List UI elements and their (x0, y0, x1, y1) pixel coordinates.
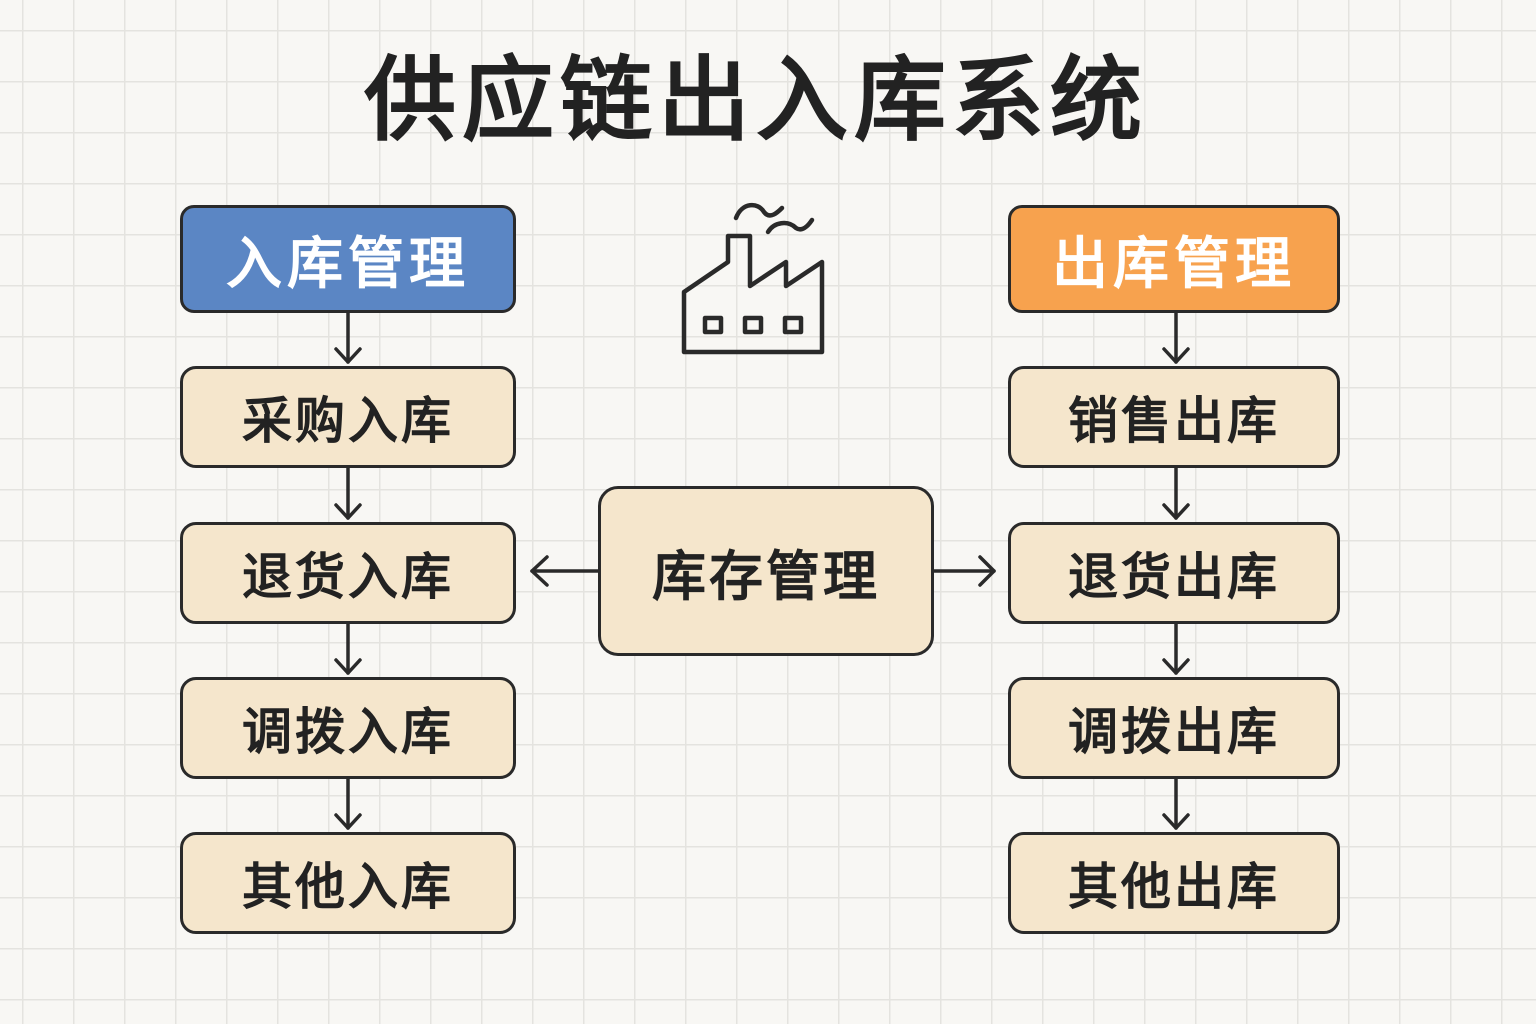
outbound-step-other[interactable]: 其他出库 (1008, 832, 1340, 934)
arrow-inbound-2 (334, 466, 362, 520)
inbound-step-return[interactable]: 退货入库 (180, 522, 516, 624)
arrow-outbound-3 (1162, 622, 1190, 675)
outbound-step-sales[interactable]: 销售出库 (1008, 366, 1340, 468)
arrow-inbound-3 (334, 622, 362, 675)
arrow-outbound-1 (1162, 311, 1190, 364)
arrow-to-outbound (932, 555, 996, 587)
outbound-step-return[interactable]: 退货出库 (1008, 522, 1340, 624)
inbound-step-other[interactable]: 其他入库 (180, 832, 516, 934)
inventory-management-box[interactable]: 库存管理 (598, 486, 934, 656)
page-title: 供应链出入库系统 (363, 47, 1148, 154)
outbound-step-transfer[interactable]: 调拨出库 (1008, 677, 1340, 779)
inbound-header[interactable]: 入库管理 (180, 205, 516, 313)
arrow-inbound-4 (334, 777, 362, 830)
factory-icon (681, 203, 825, 355)
arrow-outbound-4 (1162, 777, 1190, 830)
inbound-step-purchase[interactable]: 采购入库 (180, 366, 516, 468)
arrow-to-inbound (530, 555, 600, 587)
outbound-header[interactable]: 出库管理 (1008, 205, 1340, 313)
inbound-step-transfer[interactable]: 调拨入库 (180, 677, 516, 779)
arrow-outbound-2 (1162, 466, 1190, 520)
arrow-inbound-1 (334, 311, 362, 364)
